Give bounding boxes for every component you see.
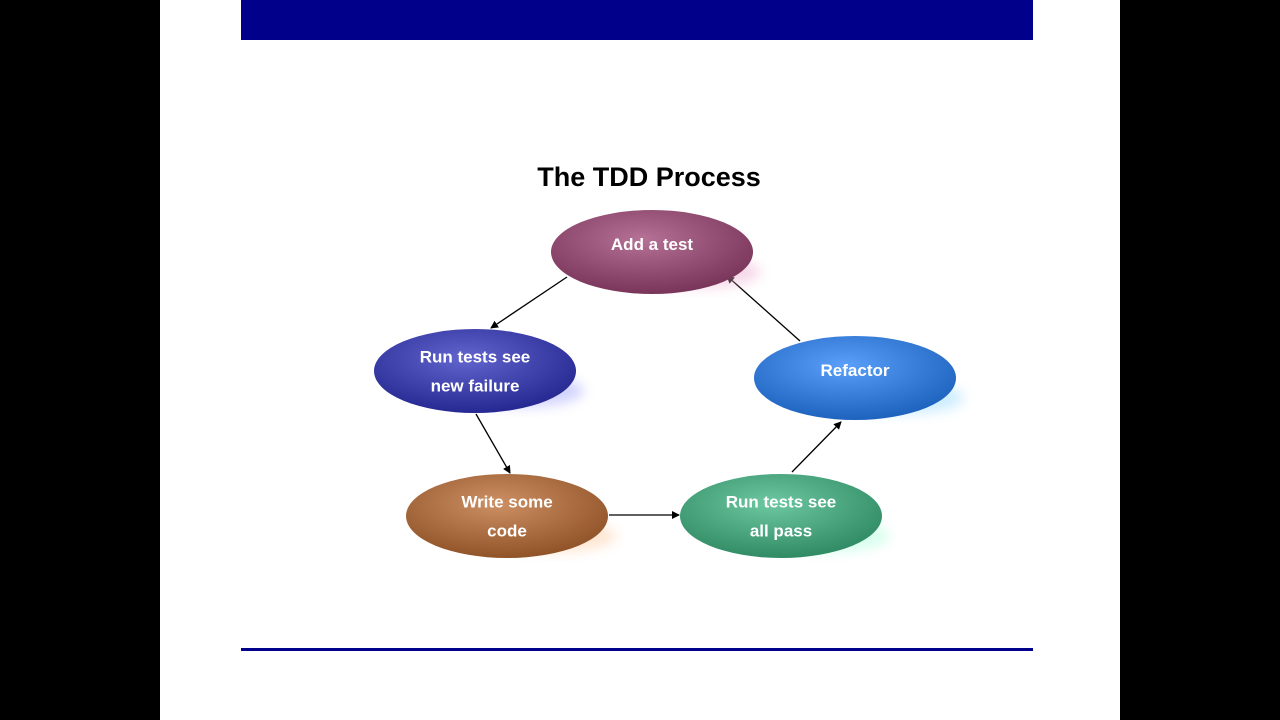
node-fail: Run tests see new failure bbox=[374, 329, 584, 413]
footer-rule bbox=[241, 648, 1033, 651]
arrow-add-to-fail bbox=[490, 276, 568, 329]
page-title: The TDD Process bbox=[537, 162, 761, 192]
node-ellipse bbox=[406, 474, 608, 558]
node-label: Refactor bbox=[821, 361, 890, 380]
node-label: all pass bbox=[750, 522, 812, 541]
node-label: Add a test bbox=[611, 235, 694, 254]
arrow-refactor-to-add bbox=[726, 275, 801, 342]
node-label: code bbox=[487, 522, 527, 541]
node-ellipse bbox=[754, 336, 956, 420]
node-label: new failure bbox=[431, 377, 520, 396]
node-label: Run tests see bbox=[420, 348, 531, 367]
node-add: Add a test bbox=[551, 210, 761, 294]
node-label: Write some bbox=[461, 493, 552, 512]
node-ellipse bbox=[680, 474, 882, 558]
arrow-pass-to-refactor bbox=[791, 421, 842, 473]
arrow-fail-to-code bbox=[475, 413, 511, 474]
edges-layer bbox=[475, 275, 842, 519]
node-ellipse bbox=[374, 329, 576, 413]
node-code: Write some code bbox=[406, 474, 616, 558]
header-bar bbox=[241, 0, 1033, 40]
node-pass: Run tests see all pass bbox=[680, 474, 890, 558]
node-label: Run tests see bbox=[726, 493, 837, 512]
node-ellipse bbox=[551, 210, 753, 294]
node-refactor: Refactor bbox=[754, 336, 964, 420]
